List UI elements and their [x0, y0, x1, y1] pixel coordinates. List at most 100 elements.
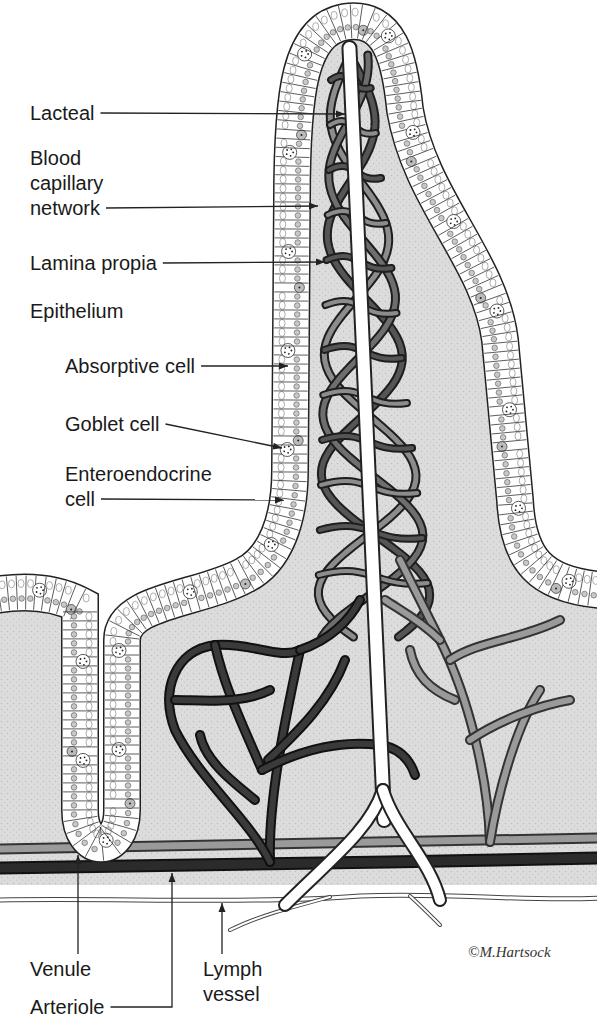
cell-vacuole — [284, 103, 290, 111]
cell-border — [413, 172, 444, 187]
cell-vacuole — [110, 764, 116, 772]
leader-line — [77, 855, 78, 954]
cell-border — [395, 133, 428, 143]
cell-border — [118, 609, 142, 633]
cell-vacuole — [110, 782, 116, 790]
cell-border — [105, 664, 139, 665]
lamina-propria — [0, 21, 597, 885]
cell-border — [105, 808, 139, 809]
cell-border — [277, 129, 311, 131]
cell-border — [191, 577, 200, 610]
cell-nucleus — [296, 141, 302, 147]
cell-border — [456, 250, 486, 266]
cell-border — [521, 552, 547, 574]
cell-nucleus — [295, 222, 301, 228]
cell-border — [146, 591, 159, 623]
cell-nucleus — [523, 560, 529, 566]
cell-vacuole — [280, 166, 286, 174]
cell-nucleus — [469, 270, 475, 276]
cell-border — [350, 4, 352, 38]
cell-border — [275, 174, 309, 176]
cell-nucleus — [181, 600, 187, 606]
cell-vacuole — [159, 590, 165, 598]
arterial-branch — [215, 645, 262, 770]
cell-border — [105, 727, 139, 728]
lacteal — [349, 48, 384, 820]
cell-border — [105, 718, 139, 719]
cell-border — [307, 24, 332, 47]
cell-vacuole — [506, 333, 512, 341]
cell-nucleus — [465, 262, 471, 268]
cell-border — [105, 691, 139, 692]
cell-border — [199, 575, 209, 608]
cell-vacuole — [474, 246, 480, 254]
cell-vacuole — [428, 160, 434, 168]
cell-border — [85, 827, 101, 857]
cell-border — [447, 234, 477, 251]
cell-vacuole — [514, 423, 520, 431]
cell-vacuole — [56, 584, 62, 592]
cell-border — [63, 692, 97, 693]
epithelium-band — [0, 21, 597, 843]
arterial-branch — [175, 690, 270, 701]
cell-border — [578, 571, 584, 604]
cell-border — [568, 569, 577, 602]
cell-nucleus — [591, 593, 597, 599]
cell-border — [274, 399, 308, 400]
cell-vacuole — [274, 506, 280, 514]
cell-border — [25, 576, 27, 610]
cell-nucleus — [297, 123, 303, 129]
cell-border — [63, 629, 97, 630]
cell-border — [284, 73, 317, 81]
cell-nucleus — [407, 149, 413, 155]
cell-nucleus — [71, 740, 77, 746]
cell-vacuole — [373, 13, 379, 21]
venous-branch — [410, 650, 455, 700]
part-label: Blood capillary network — [30, 146, 125, 221]
cell-border — [274, 372, 308, 373]
cell-vacuole — [519, 477, 525, 485]
cell-nucleus — [324, 34, 330, 40]
cell-border — [63, 683, 97, 684]
cell-vacuole — [504, 324, 510, 332]
enteroendocrine-cell — [67, 746, 77, 756]
cell-vacuole — [279, 373, 285, 381]
cell-nucleus — [164, 605, 170, 611]
cell-nucleus — [314, 47, 320, 53]
cell-vacuole — [28, 580, 34, 588]
leader-line — [166, 424, 283, 448]
venous-branch — [470, 700, 570, 740]
cell-nucleus — [295, 231, 301, 237]
part-label: Absorptive cell — [65, 354, 265, 379]
cell-vacuole — [431, 168, 437, 176]
cell-vacuole — [227, 568, 233, 576]
cell-nucleus — [295, 276, 301, 282]
cell-vacuole — [278, 427, 284, 435]
cell-vacuole — [110, 737, 116, 745]
cell-vacuole — [86, 792, 92, 800]
cell-vacuole — [278, 472, 284, 480]
cell-border — [273, 426, 307, 427]
cell-vacuole — [86, 738, 92, 746]
cell-nucleus — [293, 474, 299, 480]
cell-nucleus — [509, 525, 515, 531]
cell-vacuole — [508, 351, 514, 359]
cell-vacuole — [86, 783, 92, 791]
cell-vacuole — [510, 378, 516, 386]
cell-border — [505, 534, 537, 545]
cell-border — [231, 563, 246, 594]
cell-nucleus — [391, 70, 397, 76]
cell-nucleus — [345, 25, 351, 31]
cell-nucleus — [71, 803, 77, 809]
venous-branch — [385, 600, 440, 640]
cell-vacuole — [283, 112, 289, 120]
lacteal — [349, 48, 384, 820]
cell-vacuole — [508, 360, 514, 368]
cell-border — [49, 579, 56, 612]
cell-nucleus — [488, 319, 494, 325]
cell-nucleus — [456, 247, 462, 253]
cell-border — [216, 569, 227, 601]
cell-border — [63, 737, 97, 738]
cell-vacuole — [513, 414, 519, 422]
cell-nucleus — [386, 53, 392, 59]
